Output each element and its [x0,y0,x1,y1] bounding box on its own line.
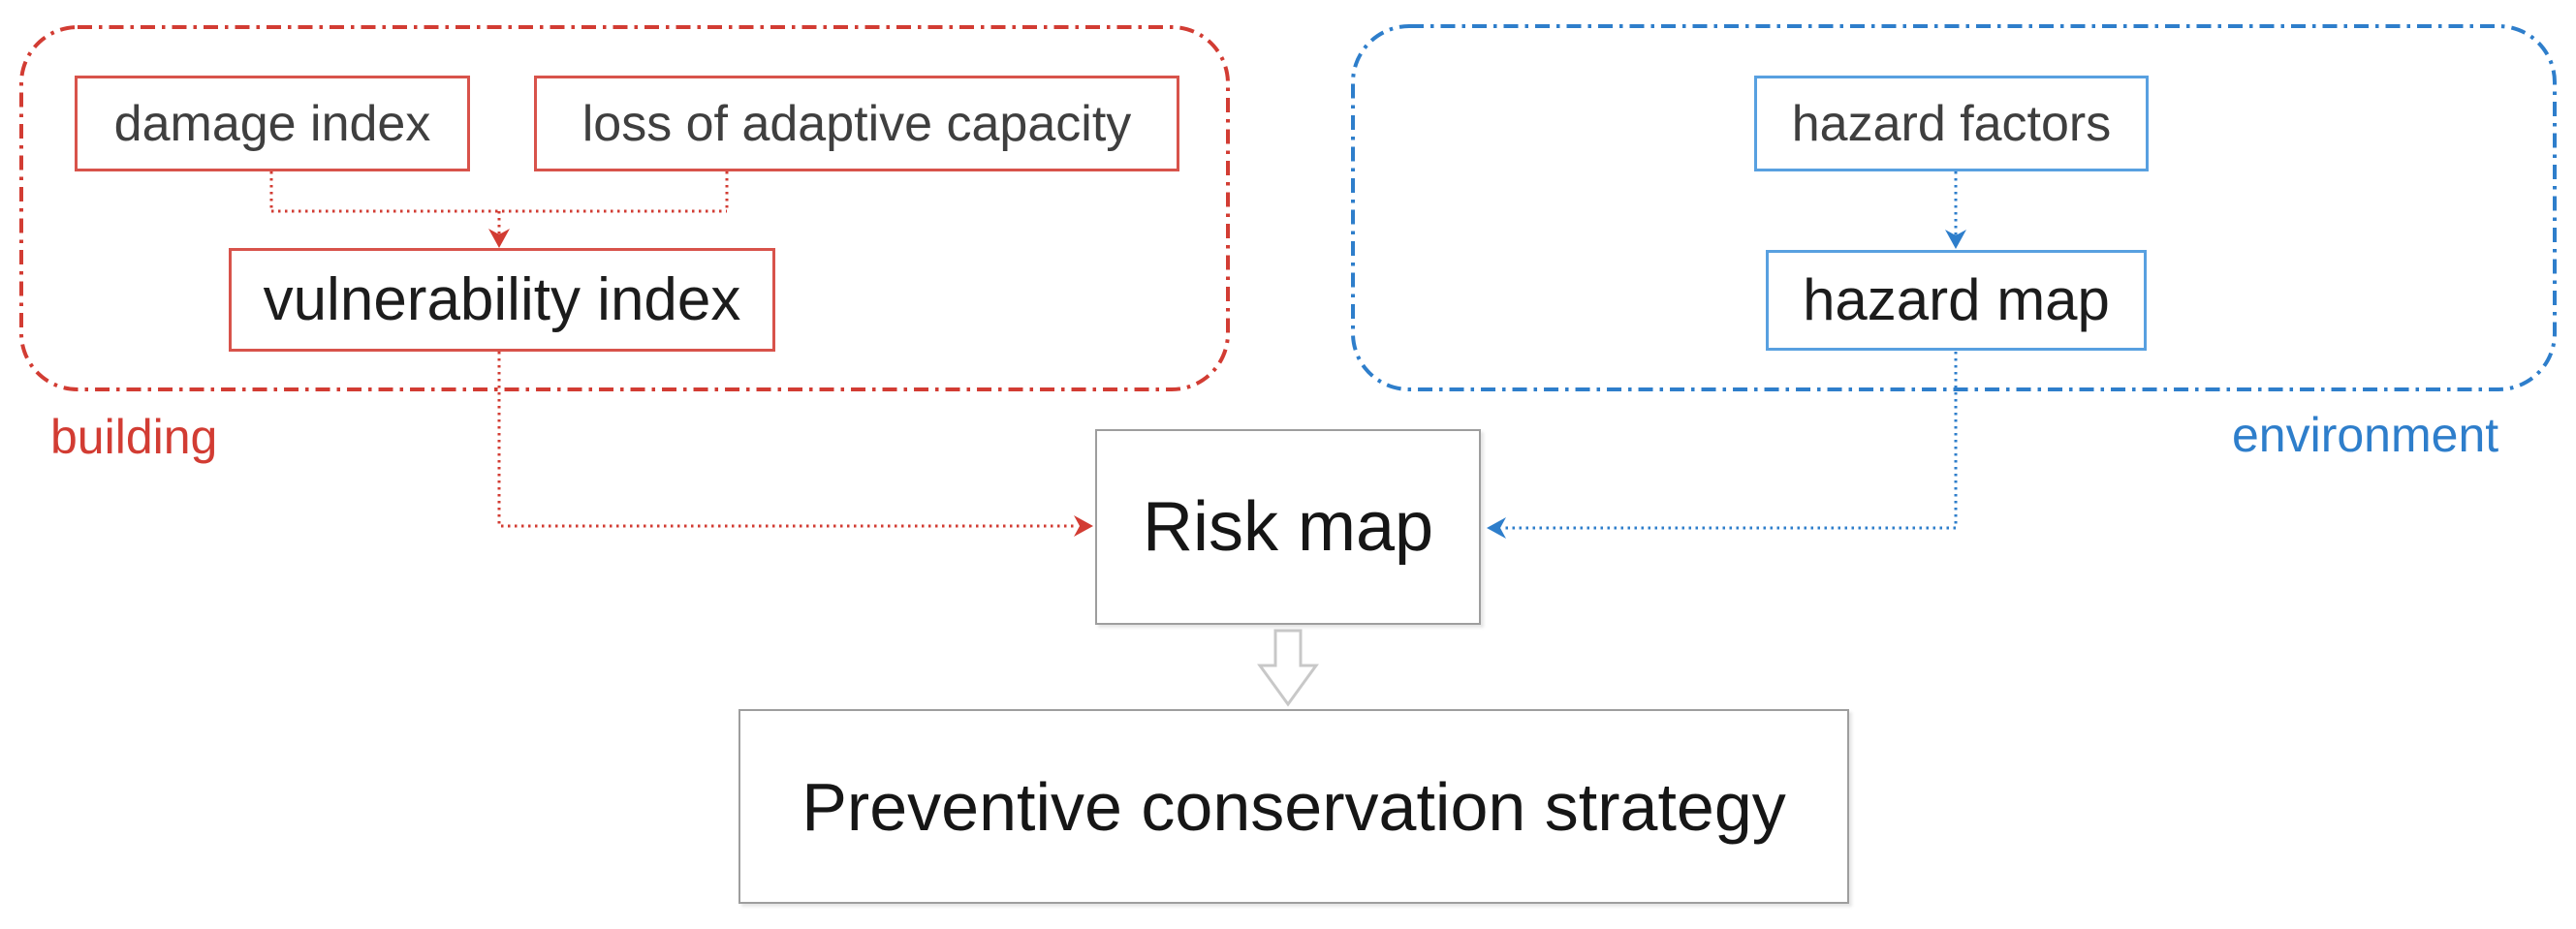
environment-group-label: environment [2232,408,2499,462]
environment-group-outline [1351,24,2557,391]
node-risk-map: Risk map [1095,429,1481,625]
edge-hazard-map-to-risk [1502,352,1958,530]
arrowhead-to-vulnerability [488,229,510,248]
arrowhead-to-hazard-map [1945,230,1966,249]
building-group-outline [19,25,1230,391]
node-hazard-factors: hazard factors [1754,76,2149,171]
node-loss-of-adaptive-capacity: loss of adaptive capacity [534,76,1179,171]
node-preventive-conservation-strategy: Preventive conservation strategy [738,709,1849,904]
block-down-arrow [1257,629,1319,707]
arrowhead-blue-to-risk [1487,517,1506,539]
building-group-label: building [50,410,218,464]
node-vulnerability-index: vulnerability index [229,248,775,352]
node-damage-index: damage index [75,76,470,171]
arrowhead-red-to-risk [1074,515,1093,537]
node-hazard-map: hazard map [1766,250,2147,351]
edge-vulnerability-to-risk [497,352,1078,528]
